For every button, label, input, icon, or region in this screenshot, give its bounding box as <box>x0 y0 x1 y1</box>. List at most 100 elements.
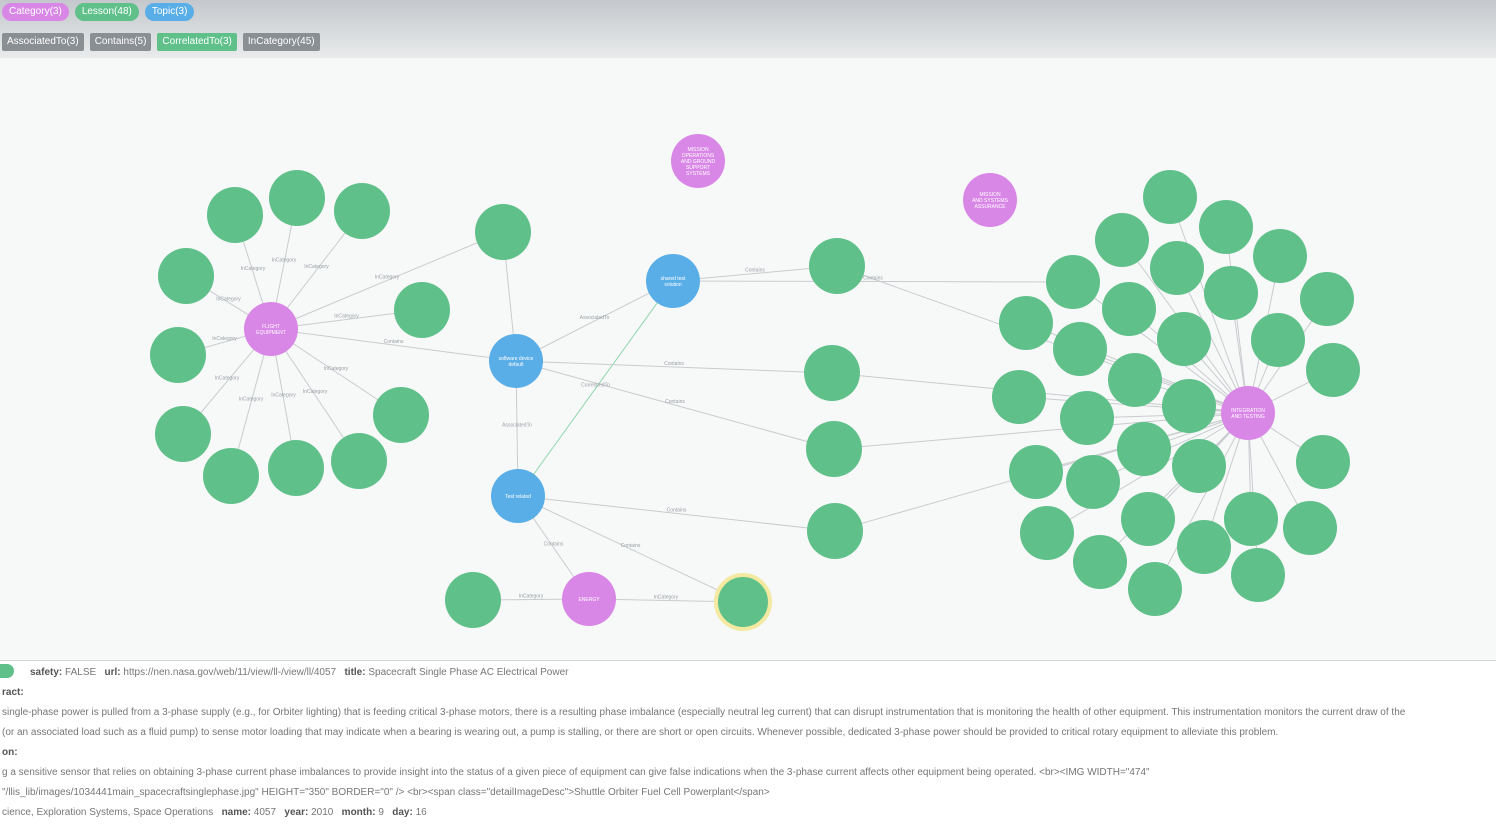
lesson-node-selected[interactable] <box>714 573 772 631</box>
topic-node-shared-test-solution[interactable] <box>646 254 700 308</box>
edge-label: InCategory <box>212 336 237 342</box>
graph-edge[interactable] <box>1079 348 1249 414</box>
edge-label: InCategory <box>519 594 544 600</box>
safety-key: safety: <box>30 667 63 678</box>
lesson-node[interactable] <box>1066 455 1120 509</box>
lesson-node[interactable] <box>804 345 860 401</box>
title-key: title: <box>344 667 366 678</box>
graph-edge[interactable] <box>517 495 836 532</box>
details-summary-line: safety: FALSE url: https://nen.nasa.gov/… <box>30 667 1496 678</box>
graph-edge[interactable] <box>1154 412 1249 590</box>
lesson-node[interactable] <box>1306 343 1360 397</box>
lesson-node[interactable] <box>475 204 531 260</box>
edge-label: InCategory <box>304 264 329 270</box>
lesson-node[interactable] <box>1199 200 1253 254</box>
graph-edge[interactable] <box>1099 412 1249 563</box>
lesson-node[interactable] <box>394 282 450 338</box>
lesson-key: on: <box>2 747 18 758</box>
graph-edge[interactable] <box>515 360 835 450</box>
details-footer-line: cience, Exploration Systems, Space Opera… <box>2 807 1492 818</box>
lesson-node[interactable] <box>1224 492 1278 546</box>
lesson-node[interactable] <box>806 421 862 477</box>
lesson-node[interactable] <box>1253 229 1307 283</box>
month-key: month: <box>341 807 376 818</box>
edge-label: InCategory <box>271 393 296 399</box>
graph-edge[interactable] <box>672 280 1074 283</box>
graph-edge-labels: InCategoryInCategoryInCategoryInCategory… <box>212 258 883 601</box>
lesson-node[interactable] <box>1102 282 1156 336</box>
graph-edge[interactable] <box>1225 226 1249 414</box>
category-node-mission-assurance[interactable] <box>963 173 1017 227</box>
lesson-node[interactable] <box>207 187 263 243</box>
topic-node-test-related[interactable] <box>491 469 545 523</box>
lesson-node[interactable] <box>445 572 501 628</box>
lesson-node[interactable] <box>1095 213 1149 267</box>
lesson-node[interactable] <box>1020 506 1074 560</box>
graph-edge[interactable] <box>517 280 674 497</box>
name-key: name: <box>221 807 252 818</box>
graph-edge[interactable] <box>515 360 833 374</box>
edge-label: InCategory <box>334 314 359 320</box>
graph-edge[interactable] <box>517 495 744 603</box>
lesson-node[interactable] <box>334 183 390 239</box>
lesson-node[interactable] <box>269 170 325 226</box>
category-node-flight-equipment[interactable] <box>244 302 298 356</box>
lesson-node[interactable] <box>1143 170 1197 224</box>
lesson-node[interactable] <box>1117 422 1171 476</box>
lesson-node[interactable] <box>1283 501 1337 555</box>
category-node-energy[interactable] <box>562 572 616 626</box>
lesson-node[interactable] <box>992 370 1046 424</box>
edge-label: Contains <box>667 508 687 514</box>
name-value: 4057 <box>253 807 277 818</box>
category-node-mission-operations[interactable] <box>671 134 725 188</box>
lesson-node[interactable] <box>373 387 429 443</box>
rel-chip-contains[interactable]: Contains(5) <box>89 33 152 51</box>
lesson-node[interactable] <box>1060 391 1114 445</box>
graph-edge[interactable] <box>515 280 674 362</box>
label-chip-category[interactable]: Category(3) <box>2 3 69 21</box>
lesson-node[interactable] <box>807 503 863 559</box>
category-node-integration-testing[interactable] <box>1221 386 1275 440</box>
lesson-node[interactable] <box>158 248 214 304</box>
topic-node-test-related-caption: Test related <box>505 494 531 500</box>
lesson-node[interactable] <box>1296 435 1350 489</box>
lesson-node[interactable] <box>150 327 206 383</box>
url-value[interactable]: https://nen.nasa.gov/web/11/view/ll-/vie… <box>123 667 337 678</box>
lesson-node[interactable] <box>331 433 387 489</box>
rel-chip-correlatedto[interactable]: CorrelatedTo(3) <box>157 33 237 51</box>
lesson-node[interactable] <box>1300 272 1354 326</box>
lesson-node[interactable] <box>1162 379 1216 433</box>
relationship-filters: AssociatedTo(3) Contains(5) CorrelatedTo… <box>2 33 320 51</box>
lesson-node[interactable] <box>1157 312 1211 366</box>
lesson-node[interactable] <box>1046 255 1100 309</box>
lesson-node[interactable] <box>809 238 865 294</box>
graph-edge[interactable] <box>270 328 517 362</box>
lesson-node[interactable] <box>155 406 211 462</box>
lesson-node[interactable] <box>1073 535 1127 589</box>
lesson-node[interactable] <box>1150 241 1204 295</box>
lesson-node[interactable] <box>1009 445 1063 499</box>
lesson-node[interactable] <box>999 296 1053 350</box>
graph-canvas[interactable]: InCategoryInCategoryInCategoryInCategory… <box>0 58 1496 660</box>
lesson-node[interactable] <box>1121 492 1175 546</box>
lesson-node[interactable] <box>268 440 324 496</box>
label-chip-lesson[interactable]: Lesson(48) <box>74 3 139 21</box>
lesson-node[interactable] <box>1251 313 1305 367</box>
topic-node-software-device-default[interactable] <box>489 334 543 388</box>
rel-chip-incategory[interactable]: InCategory(45) <box>242 33 320 51</box>
graph-edge[interactable] <box>270 231 504 330</box>
lesson-node[interactable] <box>1204 266 1258 320</box>
rel-chip-associatedto[interactable]: AssociatedTo(3) <box>2 33 84 51</box>
edge-label: InCategory <box>654 595 679 601</box>
label-chip-topic[interactable]: Topic(3) <box>144 3 195 21</box>
lesson-node[interactable] <box>1053 322 1107 376</box>
edge-label: InCategory <box>239 397 264 403</box>
lesson-node[interactable] <box>1177 520 1231 574</box>
lesson-node[interactable] <box>1128 562 1182 616</box>
lesson-node[interactable] <box>1108 353 1162 407</box>
lesson-node[interactable] <box>1172 439 1226 493</box>
lesson-node[interactable] <box>1231 548 1285 602</box>
lesson-node[interactable] <box>203 448 259 504</box>
